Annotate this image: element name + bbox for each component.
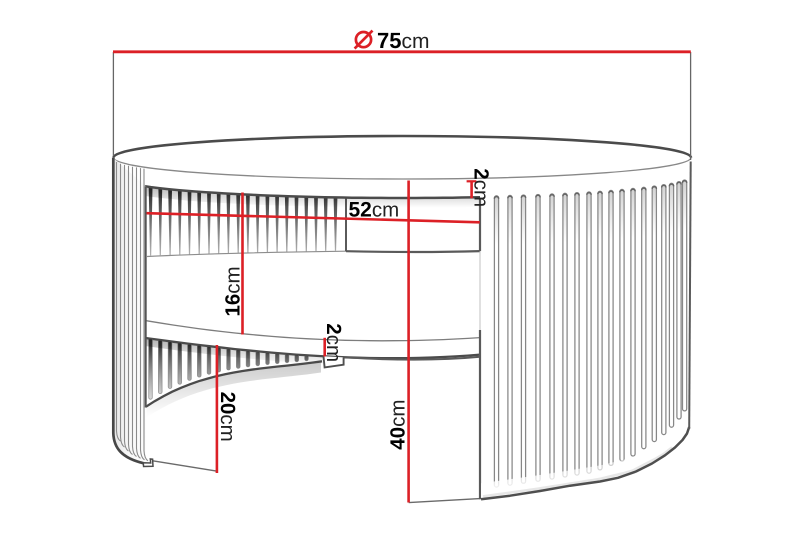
svg-text:20cm: 20cm bbox=[216, 392, 239, 442]
svg-text:52cm: 52cm bbox=[349, 198, 400, 221]
svg-text:2cm: 2cm bbox=[469, 168, 492, 207]
svg-text:16cm: 16cm bbox=[221, 266, 244, 316]
svg-text:2cm: 2cm bbox=[322, 323, 345, 362]
svg-text:40cm: 40cm bbox=[387, 400, 410, 450]
svg-text:75cm: 75cm bbox=[377, 28, 429, 53]
